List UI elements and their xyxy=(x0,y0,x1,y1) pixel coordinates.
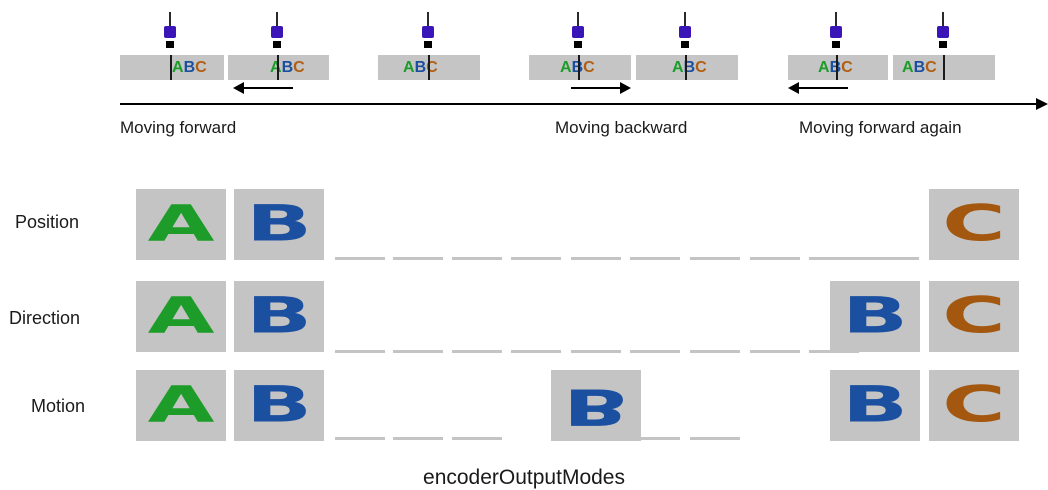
strip-label: ABC xyxy=(172,59,207,76)
empty-slot xyxy=(750,257,800,260)
strip-label: ABC xyxy=(902,59,937,76)
empty-slot xyxy=(750,350,800,353)
phase-label-forward: Moving forward xyxy=(120,118,237,137)
empty-slot xyxy=(393,350,443,353)
scale-strip: ABC xyxy=(788,55,888,80)
row-label-motion: Motion xyxy=(31,396,86,416)
sensor-icon xyxy=(270,12,284,50)
cell-letter: B xyxy=(563,377,629,435)
row-label-position: Position xyxy=(15,212,80,232)
encoder-cell: C xyxy=(929,189,1019,260)
cell-letter: B xyxy=(246,195,312,253)
scale-strip: ABC xyxy=(378,55,480,80)
cell-letter: C xyxy=(942,376,1006,434)
empty-slot xyxy=(690,350,740,353)
encoder-cell: A xyxy=(136,370,226,441)
cell-letter: B xyxy=(246,287,312,345)
empty-slot xyxy=(869,257,919,260)
scale-strip: ABC xyxy=(120,55,224,80)
empty-slot xyxy=(393,257,443,260)
empty-slot xyxy=(335,257,385,260)
cell-letter: A xyxy=(147,376,215,434)
scale-strip: ABC xyxy=(228,55,329,80)
empty-slot xyxy=(511,350,561,353)
sensor-icon xyxy=(421,12,435,50)
empty-slot xyxy=(630,437,680,440)
cell-letter: C xyxy=(942,195,1006,253)
read-cursor xyxy=(578,55,580,80)
empty-slot xyxy=(452,350,502,353)
encoder-cell: B xyxy=(830,370,920,441)
empty-slot xyxy=(690,437,740,440)
cell-letter: B xyxy=(246,376,312,434)
read-cursor xyxy=(943,55,945,80)
strip-label: ABC xyxy=(672,59,707,76)
empty-slot xyxy=(630,350,680,353)
empty-slot xyxy=(335,437,385,440)
empty-slot xyxy=(452,437,502,440)
phase-label-forward-again: Moving forward again xyxy=(799,118,962,137)
empty-slot xyxy=(571,257,621,260)
empty-slot xyxy=(630,257,680,260)
encoder-cell: C xyxy=(929,370,1019,441)
encoder-cell: B xyxy=(234,370,324,441)
encoder-cell: B xyxy=(234,189,324,260)
encoder-cell: B xyxy=(234,281,324,352)
encoder-cell: A xyxy=(136,281,226,352)
cell-letter: B xyxy=(842,376,908,434)
strip-label: ABC xyxy=(560,59,595,76)
strip-label: ABC xyxy=(270,59,305,76)
cell-letter: A xyxy=(147,287,215,345)
sensor-icon xyxy=(936,12,950,50)
encoder-cell: B xyxy=(551,370,641,441)
scale-strip: ABC xyxy=(529,55,631,80)
timeline-arrowhead-icon xyxy=(1036,98,1048,110)
read-cursor xyxy=(428,55,430,80)
empty-slot xyxy=(571,350,621,353)
read-cursor xyxy=(836,55,838,80)
timeline-axis xyxy=(120,103,1038,105)
arrow-left-icon xyxy=(233,82,293,94)
encoder-cell: C xyxy=(929,281,1019,352)
sensor-icon xyxy=(571,12,585,50)
strip-label: ABC xyxy=(818,59,853,76)
empty-slot xyxy=(393,437,443,440)
empty-slot xyxy=(511,257,561,260)
read-cursor xyxy=(170,55,172,80)
encoder-cell: B xyxy=(830,281,920,352)
encoder-cell: A xyxy=(136,189,226,260)
empty-slot xyxy=(335,350,385,353)
empty-slot xyxy=(690,257,740,260)
cell-letter: A xyxy=(147,195,215,253)
strip-label: ABC xyxy=(403,59,438,76)
scale-strip: ABC xyxy=(893,55,995,80)
scale-strip: ABC xyxy=(636,55,738,80)
sensor-icon xyxy=(678,12,692,50)
cell-letter: C xyxy=(942,287,1006,345)
sensor-icon xyxy=(163,12,177,50)
arrow-right-icon xyxy=(571,82,631,94)
cell-letter: B xyxy=(842,287,908,345)
read-cursor xyxy=(685,55,687,80)
read-cursor xyxy=(277,55,279,80)
empty-slot xyxy=(452,257,502,260)
phase-label-backward: Moving backward xyxy=(555,118,688,137)
arrow-left-icon xyxy=(788,82,848,94)
empty-slot xyxy=(830,257,880,260)
sensor-icon xyxy=(829,12,843,50)
row-label-direction: Direction xyxy=(9,308,81,328)
figure-caption: encoderOutputModes xyxy=(423,466,625,489)
